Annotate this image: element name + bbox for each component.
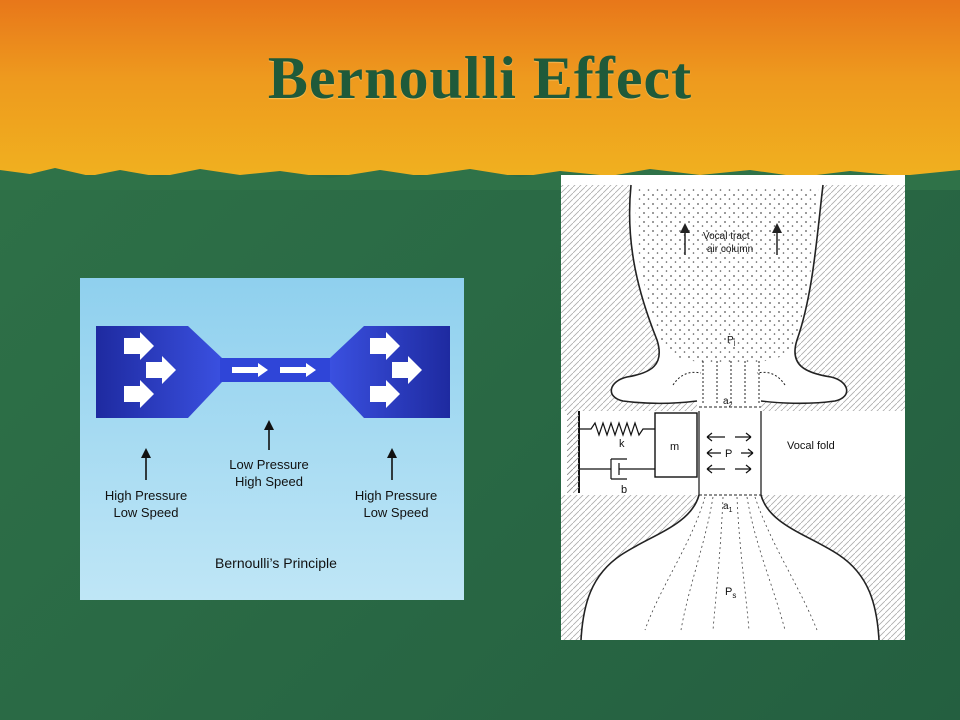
subglottal-outline [580,494,880,641]
upper-right-wall [761,185,905,411]
upper-left-wall [561,185,697,411]
pointer-arrows [141,420,397,480]
air-column-label-line1: Vocal tract [703,231,750,242]
subglottal-pressure-label: Ps [725,586,736,600]
lower-right-wall [761,495,905,640]
vocal-tract-outline [610,184,848,405]
middle-label-line1: Low Pressure [229,457,308,472]
glottal-flow-arrows [672,361,786,403]
right-pipe-section [330,326,450,418]
mass-label: m [670,441,679,453]
flow-arrows-middle [232,363,316,377]
air-column-arrows [680,223,782,255]
a2-label: a2 [723,396,733,409]
vocal-fold-label: Vocal fold [787,440,835,452]
middle-label-line2: High Speed [235,474,303,489]
right-label-line2: Low Speed [363,505,428,520]
glottal-pressure-label: P [725,448,732,460]
flow-arrows-left [124,332,176,408]
upper-pressure-label: Pl [727,335,736,348]
damper-label: b [621,484,627,496]
air-column-label-line2: air column [707,244,753,255]
pressure-arrows [706,432,754,474]
spring-label: k [619,438,625,450]
slide-title: Bernoulli Effect [267,45,693,111]
left-label-line1: High Pressure [105,488,187,503]
flow-arrows-right [370,332,422,408]
spring-k [579,421,655,437]
damper-b [579,458,655,480]
a1-label: a1 [723,501,733,514]
bernoulli-principle-figure: High Pressure Low Speed Low Pressure Hig… [80,278,464,600]
left-label-line2: Low Speed [113,505,178,520]
lower-left-wall [561,495,699,640]
fixed-wall-hatch [567,411,579,493]
vocal-fold-figure: Vocal tract air column Pl a2 k m b [561,175,905,641]
right-label-line1: High Pressure [355,488,437,503]
subglottal-flow-lines [644,496,818,631]
mass-block [654,412,698,478]
figure-caption: Bernoulli’s Principle [215,555,337,571]
